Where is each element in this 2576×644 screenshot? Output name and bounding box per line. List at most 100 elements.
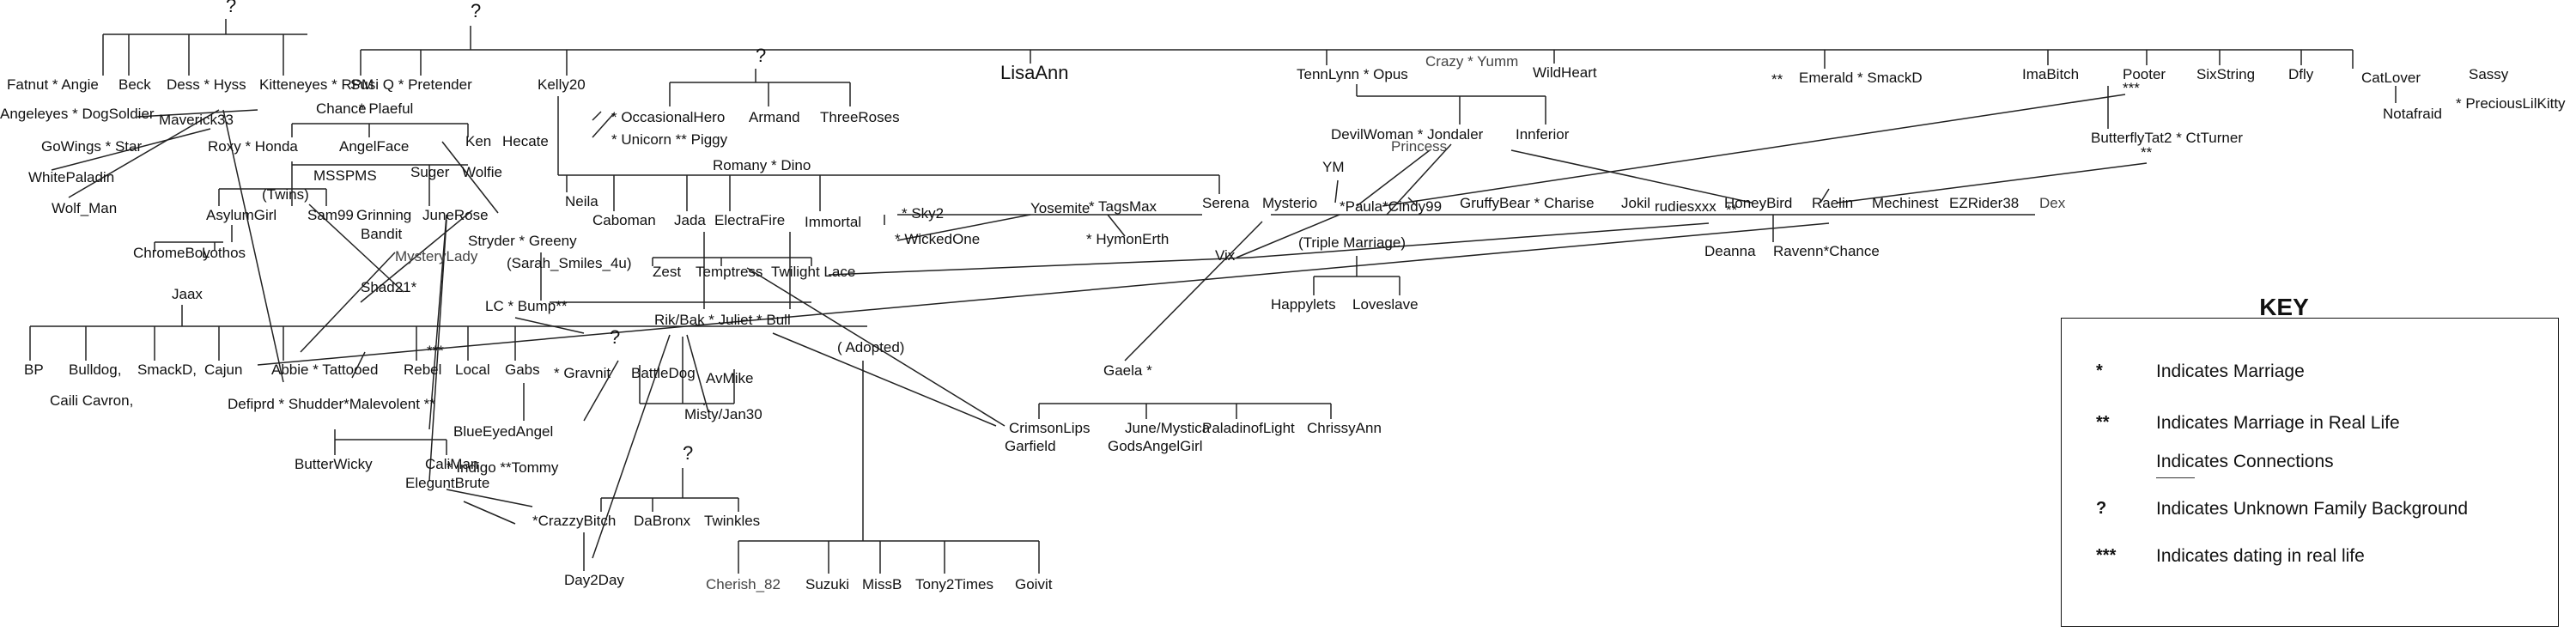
label-chrissyann: ChrissyAnn [1307, 420, 1382, 436]
label-bandit: Bandit [361, 226, 402, 242]
connector-line [351, 351, 366, 379]
label-temptress: Temptress [696, 264, 762, 280]
label-triplemarriage: (Triple Marriage) [1298, 234, 1406, 251]
label-crazzybitch: *CrazzyBitch [532, 513, 616, 529]
key-symbol: *** [2096, 546, 2117, 565]
label-yosemite: Yosemite [1030, 200, 1090, 216]
label-cailicavron: Caili Cavron, [50, 392, 133, 409]
label-sixstring: SixString [2196, 66, 2255, 82]
label-asylumgirl: AsylumGirl [206, 207, 276, 223]
label-mechinest: Mechinest [1872, 195, 1939, 211]
label-bulldog: Bulldog, [69, 361, 121, 378]
label-butterflytat2: ButterflyTat2 * CtTurner [2091, 130, 2243, 146]
connector-line [360, 210, 473, 303]
label-angelface: AngelFace [339, 138, 409, 155]
connector-line [772, 332, 997, 427]
key-symbol: * [2096, 361, 2103, 380]
label-paula: *Paula*Cindy99 [1340, 198, 1442, 215]
label-lcbump: LC * Bump** [485, 298, 568, 314]
label-rebel: Rebel [404, 361, 441, 378]
label-q3: ? [756, 45, 766, 66]
label-chance: Chance [316, 100, 367, 117]
label-neila: Neila [565, 193, 598, 210]
label-mysterylady: MysteryLady [395, 248, 478, 264]
label-twins: (Twins) [262, 186, 309, 203]
label-unicorn: * Unicorn ** Piggy [611, 131, 728, 148]
label-paladinoflight: PaladinofLight [1202, 420, 1295, 436]
label-wildheart: WildHeart [1533, 64, 1597, 81]
label-ken: Ken [465, 133, 491, 149]
label-occasionalhero: * OccasionalHero [611, 109, 725, 125]
label-abbie: Abbie * Tattooed [271, 361, 378, 378]
label-adopted: ( Adopted) [837, 339, 904, 355]
label-dess: Dess * Hyss [167, 76, 246, 93]
label-goivit: Goivit [1015, 576, 1053, 592]
label-wickedone: * WickedOne [895, 231, 980, 247]
label-garfield: Garfield [1005, 438, 1056, 454]
label-tennlynn: TennLynn * Opus [1297, 66, 1408, 82]
label-vix: Vix [1215, 247, 1236, 264]
label-crazyyumm: Crazy * Yumm [1425, 53, 1518, 70]
connector-line [300, 252, 396, 353]
label-dex: Dex [2039, 195, 2066, 211]
label-gruffybear: GruffyBear * Charise [1460, 195, 1595, 211]
label-zest: Zest [653, 264, 681, 280]
connector-line [592, 112, 615, 138]
label-plaeful: * Plaeful [359, 100, 413, 117]
label-threeroses: ThreeRoses [820, 109, 900, 125]
connector-line [828, 257, 1250, 276]
label-fatnut: Fatnut * Angie [7, 76, 99, 93]
connector-line [222, 109, 284, 383]
connector-line [1334, 179, 1339, 204]
label-cherish82: Cherish_82 [706, 576, 781, 592]
label-notafraid: Notafraid [2383, 106, 2442, 122]
label-bp: BP [24, 361, 44, 378]
label-missb: MissB [862, 576, 902, 592]
key-description: Indicates Unknown Family Background [2156, 499, 2469, 519]
label-princess: Princess [1391, 138, 1447, 155]
label-battledog: BattleDog [631, 365, 696, 381]
label-devilwoman: DevilWoman * Jondaler [1331, 126, 1484, 143]
label-godsangelgirl: GodsAngelGirl [1108, 438, 1203, 454]
label-elegantbrute: EleguntBrute [405, 475, 489, 491]
label-susiq: Susi Q * Pretender [350, 76, 472, 93]
label-lisaann: LisaAnn [1000, 62, 1069, 83]
label-catlover: CatLover [2361, 70, 2421, 86]
label-grinning: Grinning [356, 207, 411, 223]
connector-line [308, 204, 404, 293]
label-mistyjan30: Misty/Jan30 [684, 406, 762, 422]
connector-line [51, 128, 211, 171]
label-gaela: Gaela * [1103, 362, 1152, 379]
connector-line [592, 334, 671, 559]
label-serena: Serena [1202, 195, 1249, 211]
key-row-unknown: ? Indicates Unknown Family Background [2062, 499, 2560, 533]
label-sss1: *** [2123, 80, 2140, 96]
label-kitteneyes: Kitteneyes * RPM [259, 76, 374, 93]
label-beck: Beck [118, 76, 151, 93]
connector-line [1249, 222, 1710, 258]
label-caliman: CaliMan [425, 456, 478, 472]
label-sassy: Sassy [2469, 66, 2509, 82]
key-symbol: ? [2096, 499, 2107, 518]
connector-line [137, 109, 258, 118]
label-wolfman: Wolf_Man [52, 200, 117, 216]
label-caboman: Caboman [592, 212, 656, 228]
label-loveslave: Loveslave [1352, 296, 1419, 313]
connector-line [1356, 149, 1431, 207]
key-symbol: ** [2096, 413, 2110, 432]
key-legend: * Indicates Marriage ** Indicates Marria… [2061, 318, 2559, 627]
label-suzuki: Suzuki [805, 576, 849, 592]
label-jokil: Jokil [1621, 195, 1650, 211]
key-row-dating: *** Indicates dating in real life [2062, 546, 2560, 580]
label-chromeboy: ChromeBoy [133, 245, 210, 261]
key-description: Indicates dating in real life [2156, 546, 2365, 566]
label-ss: ** [1771, 71, 1783, 88]
connector-line [1386, 143, 1452, 216]
key-description: Indicates Connections [2156, 452, 2334, 471]
label-gabs: Gabs [505, 361, 540, 378]
label-kelly20: Kelly20 [538, 76, 586, 93]
connector-line [1107, 214, 1126, 237]
label-indigo: * Indigo **Tommy [447, 459, 559, 476]
